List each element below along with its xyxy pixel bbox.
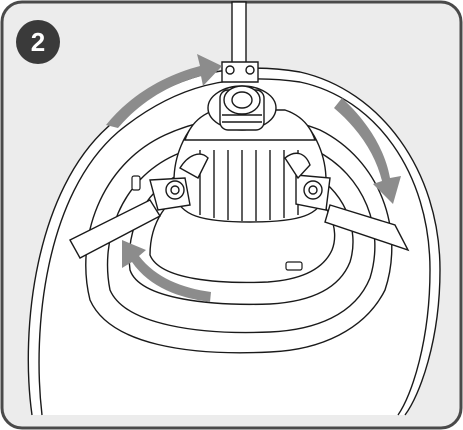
rotate-arrow-bottom-left-icon: [122, 240, 211, 302]
spring-clip-top: [221, 1, 259, 83]
rotation-arrows: [106, 54, 401, 302]
trim-tab-left: [131, 175, 141, 191]
trim-tab: [285, 261, 303, 271]
step-badge: 2: [16, 20, 60, 64]
step-number: 2: [31, 27, 45, 57]
rotate-arrow-top-icon: [106, 54, 222, 128]
spring-clip-right: [284, 152, 410, 252]
rotate-arrow-right-icon: [334, 98, 401, 204]
lamp-socket: [207, 85, 277, 131]
spring-clip-left: [69, 153, 209, 259]
